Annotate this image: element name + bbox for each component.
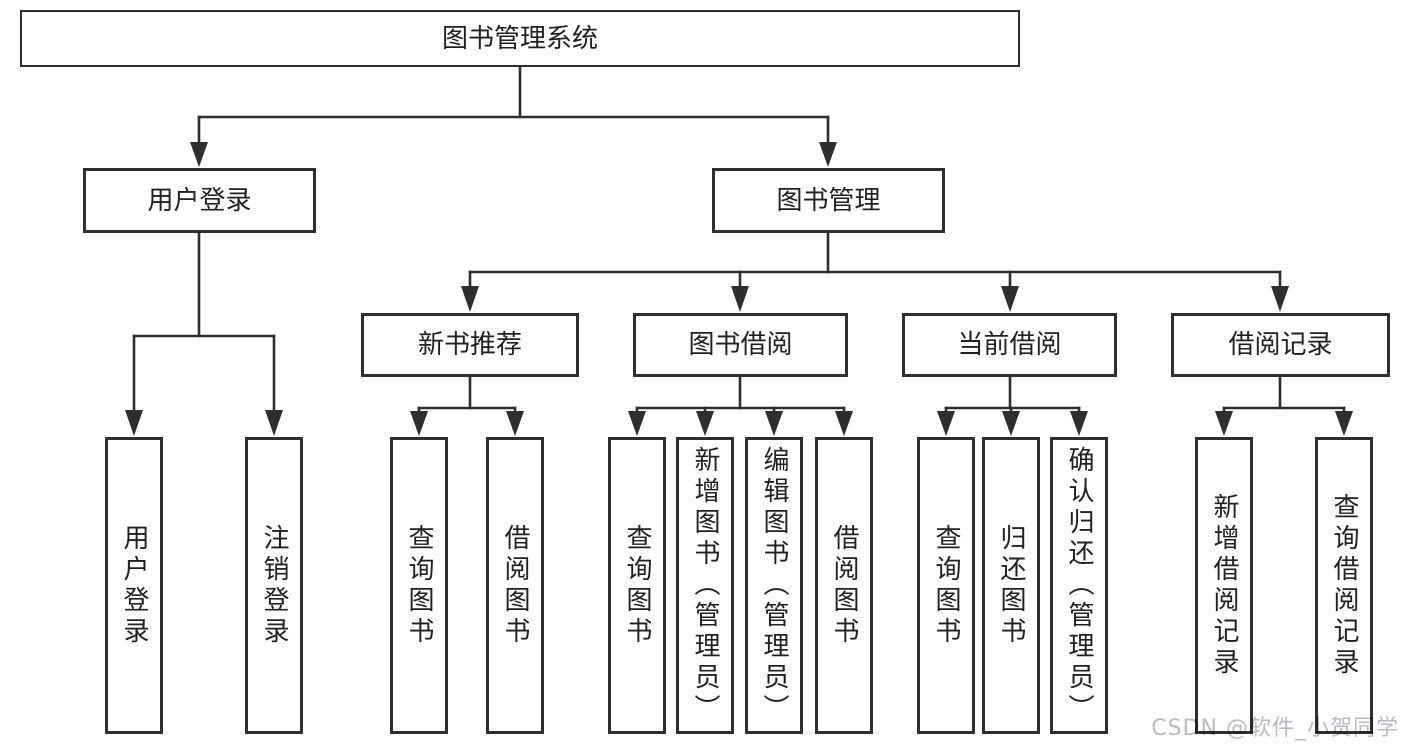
leaf-label: 注销登录: [259, 523, 289, 648]
node-book-management: 图书管理: [712, 168, 945, 233]
connector-user-login-children: [125, 231, 283, 436]
node-book-borrow: 图书借阅: [633, 313, 848, 377]
leaf-label: 查询图书: [622, 523, 652, 648]
leaf-label: 查询借阅记录: [1329, 492, 1359, 679]
node-new-book-recommend: 新书推荐: [361, 313, 579, 377]
leaf-edit-book-admin: 编辑图书（管理员）: [745, 437, 803, 734]
node-label: 图书管理: [776, 185, 881, 216]
leaf-logout: 注销登录: [245, 437, 303, 734]
node-label: 图书借阅: [688, 330, 793, 360]
connector-root-to-level2: [190, 65, 837, 167]
leaf-query-books-borrow: 查询图书: [608, 437, 666, 734]
node-user-login: 用户登录: [83, 168, 316, 233]
leaf-confirm-return-admin: 确认归还（管理员）: [1050, 437, 1108, 734]
leaf-label: 编辑图书（管理员）: [759, 446, 789, 725]
connector-records-children: [1215, 375, 1353, 436]
node-label: 借阅记录: [1228, 330, 1333, 360]
node-label: 当前借阅: [957, 330, 1062, 360]
leaf-label: 确认归还（管理员）: [1064, 446, 1094, 725]
leaf-borrow-books-recommend: 借阅图书: [486, 437, 544, 734]
node-label: 用户登录: [147, 185, 252, 216]
leaf-borrow-books-borrow: 借阅图书: [815, 437, 873, 734]
node-label: 图书管理系统: [441, 23, 598, 54]
leaf-add-book-admin: 新增图书（管理员）: [676, 437, 734, 734]
leaf-label: 归还图书: [996, 523, 1026, 648]
leaf-label: 借阅图书: [500, 523, 530, 648]
leaf-label: 新增借阅记录: [1209, 492, 1239, 679]
leaf-label: 借阅图书: [829, 523, 859, 648]
leaf-label: 查询图书: [931, 523, 961, 648]
connector-borrow-children: [628, 375, 853, 436]
leaf-label: 查询图书: [404, 523, 434, 648]
leaf-user-login: 用户登录: [105, 437, 163, 734]
leaf-query-borrow-record: 查询借阅记录: [1315, 437, 1373, 734]
node-system-root: 图书管理系统: [20, 10, 1020, 67]
leaf-add-borrow-record: 新增借阅记录: [1195, 437, 1253, 734]
leaf-return-book: 归还图书: [982, 437, 1040, 734]
connector-recommend-children: [410, 375, 524, 436]
node-borrow-records: 借阅记录: [1171, 313, 1390, 377]
connector-book-mgmt-children: [461, 231, 1289, 312]
node-label: 新书推荐: [417, 330, 522, 360]
leaf-query-books-current: 查询图书: [917, 437, 975, 734]
leaf-label: 新增图书（管理员）: [690, 446, 720, 725]
leaf-label: 用户登录: [119, 523, 149, 648]
connector-current-children: [937, 375, 1088, 436]
leaf-query-books-recommend: 查询图书: [390, 437, 448, 734]
node-current-borrow: 当前借阅: [902, 313, 1117, 377]
